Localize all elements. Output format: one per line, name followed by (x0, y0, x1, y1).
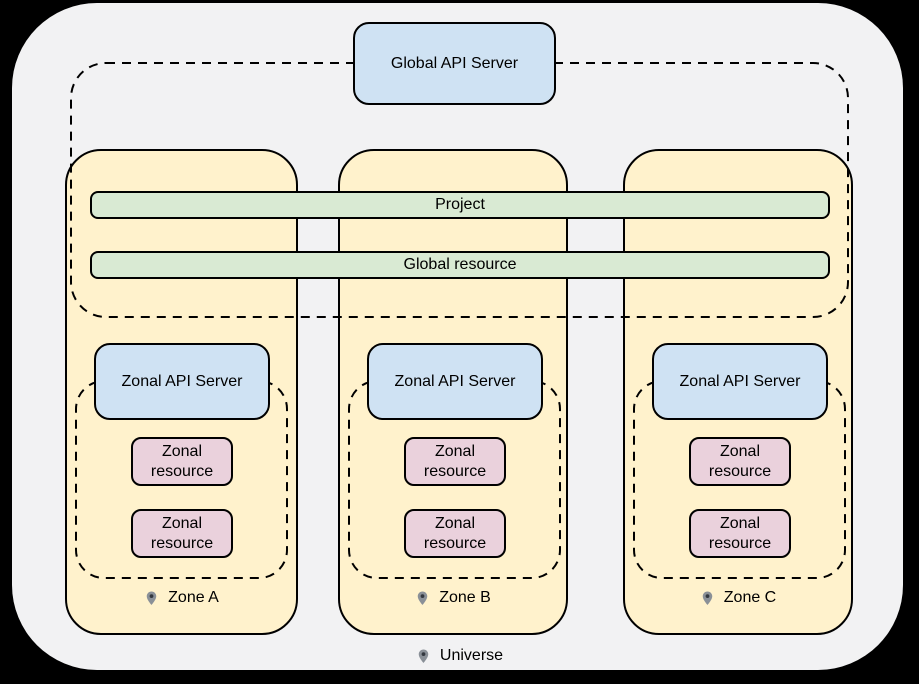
global-resource-bar: Global resource (90, 251, 830, 279)
zone-b-zonal-resource-box: Zonal resource (404, 509, 506, 558)
zone-b-zonal-api-server-box: Zonal API Server (367, 343, 543, 420)
location-pin-icon (418, 649, 429, 663)
project-bar: Project (90, 191, 830, 219)
zone-c-zonal-resource-box: Zonal resource (689, 509, 791, 558)
zone-c-zonal-resource-box: Zonal resource (689, 437, 791, 486)
zone-a-zonal-api-server-box: Zonal API Server (94, 343, 270, 420)
zone-a-zonal-resource-box: Zonal resource (131, 509, 233, 558)
zone-a-label: Zone A (65, 586, 298, 610)
universe-label-text: Universe (439, 647, 504, 664)
universe-label: Universe (0, 644, 919, 668)
zone-b-zonal-resource-box: Zonal resource (404, 437, 506, 486)
zone-c-label-text: Zone C (723, 589, 777, 606)
zone-c-content: Zonal API Server Zonal resource Zonal re… (623, 149, 853, 635)
zone-c-label: Zone C (623, 586, 853, 610)
location-pin-icon (146, 591, 157, 605)
zone-a-content: Zonal API Server Zonal resource Zonal re… (65, 149, 298, 635)
zone-a-zonal-resource-box: Zonal resource (131, 437, 233, 486)
global-api-server-box: Global API Server (353, 22, 556, 105)
location-pin-icon (702, 591, 713, 605)
zone-a-label-text: Zone A (168, 589, 219, 606)
location-pin-icon (417, 591, 428, 605)
zone-b-content: Zonal API Server Zonal resource Zonal re… (338, 149, 568, 635)
zone-b-label: Zone B (338, 586, 568, 610)
zone-b-label-text: Zone B (439, 589, 491, 606)
zone-c-zonal-api-server-box: Zonal API Server (652, 343, 828, 420)
